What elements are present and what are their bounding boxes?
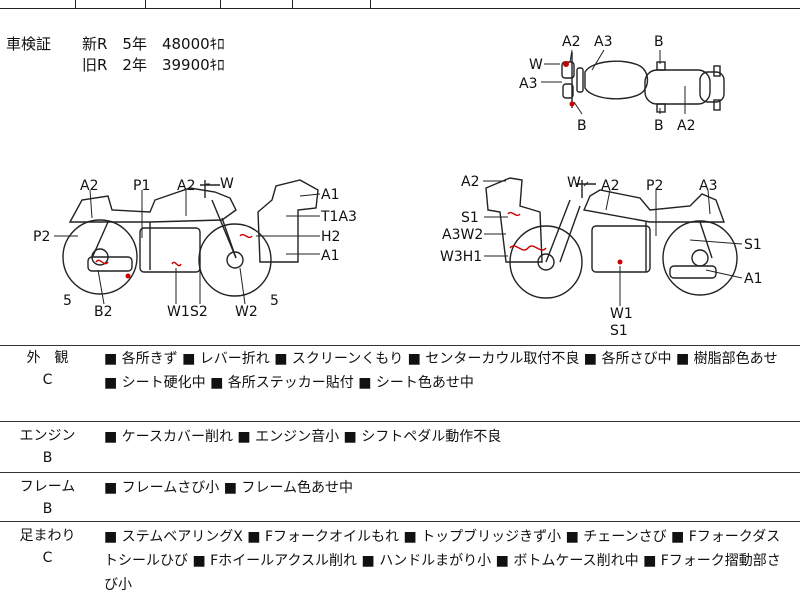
diagram-label: S1 [744, 237, 762, 253]
section-divider [0, 521, 800, 522]
diagram-label: H2 [321, 229, 340, 245]
section-name: 足まわり [19, 528, 76, 544]
section-details: ■ 各所きず ■ レバー折れ ■ スクリーンくもり ■ センターカウル取付不良 … [104, 351, 778, 391]
section-grade: B [42, 501, 53, 517]
table-divider [220, 0, 221, 8]
diagram-label: A3 [594, 34, 612, 50]
diagram-label: A2 [677, 118, 695, 134]
section-grade: C [42, 550, 53, 566]
left-side-motorcycle [62, 179, 319, 297]
diagram-label: A1 [744, 271, 762, 287]
diagram-label: W1 [610, 306, 633, 322]
section-details: ■ フレームさび小 ■ フレーム色あせ中 [104, 480, 353, 496]
section-grade: C [42, 372, 53, 388]
damage-mark [563, 61, 569, 67]
inspection-label: 車検証 [6, 35, 52, 53]
damage-mark [507, 211, 521, 217]
diagram-label: A2 [80, 178, 98, 194]
diagram-label: A1 [321, 187, 339, 203]
diagram-label: B [654, 34, 664, 50]
inspection-old: 旧R 2年 39900ｷﾛ [82, 56, 225, 74]
inspection-new: 新R 5年 48000ｷﾛ [82, 35, 225, 53]
left-view-leaders [54, 183, 321, 305]
damage-mark [125, 273, 131, 279]
table-divider [292, 0, 293, 8]
damage-mark [569, 101, 575, 107]
damage-mark [239, 233, 253, 239]
diagram-label: P2 [646, 178, 663, 194]
section-name: エンジン [19, 428, 76, 444]
diagram-label: W2 [235, 304, 258, 320]
diagram-label: T1A3 [320, 209, 357, 225]
diagram-label: W [220, 176, 234, 192]
diagram-label: P1 [133, 178, 150, 194]
diagram-label: A2 [461, 174, 479, 190]
diagram-label: B [577, 118, 587, 134]
right-view-leaders [483, 180, 743, 306]
damage-mark [617, 259, 623, 265]
damage-mark [509, 245, 547, 251]
section-divider [0, 472, 800, 473]
table-divider [145, 0, 146, 8]
diagram-label: A3W2 [442, 227, 483, 243]
diagram-label: W [529, 57, 543, 73]
diagram-label: W [567, 175, 581, 191]
diagram-label: B2 [94, 304, 113, 320]
diagram-label: S1 [461, 210, 479, 226]
top-view-leaders [541, 49, 686, 115]
diagram-label: B [654, 118, 664, 134]
top-view-motorcycle [561, 52, 725, 113]
motorcycle-damage-diagram: A2 A3 B W A3 B B A2 A2 P1 A2 W A1 T1A3 H… [33, 34, 762, 339]
diagram-label: A3 [699, 178, 717, 194]
section-divider [0, 421, 800, 422]
section-name: 外 観 [26, 350, 69, 366]
diagram-label: W3H1 [440, 249, 482, 265]
table-divider [370, 0, 371, 8]
section-details: ■ ステムベアリングX ■ Fフォークオイルもれ ■ トップブリッジきず小 ■ … [104, 529, 781, 593]
table-divider [75, 0, 76, 8]
diagram-label: P2 [33, 229, 50, 245]
diagram-label: W1 [167, 304, 190, 320]
diagram-label: A3 [519, 76, 537, 92]
diagram-label: 5 [270, 293, 279, 309]
damage-mark [95, 259, 109, 265]
section-name: フレーム [19, 479, 76, 495]
section-divider [0, 345, 800, 346]
diagram-label: 5 [63, 293, 72, 309]
diagram-label: A2 [177, 178, 195, 194]
right-side-motorcycle [485, 177, 738, 299]
diagram-label: S1 [610, 323, 628, 339]
damage-mark [171, 261, 182, 267]
section-details: ■ ケースカバー削れ ■ エンジン音小 ■ シフトペダル動作不良 [104, 429, 502, 445]
section-grade: B [42, 450, 53, 466]
top-table-border [0, 0, 800, 9]
diagram-label: S2 [190, 304, 208, 320]
diagram-label: A1 [321, 248, 339, 264]
diagram-label: A2 [562, 34, 580, 50]
diagram-label: A2 [601, 178, 619, 194]
